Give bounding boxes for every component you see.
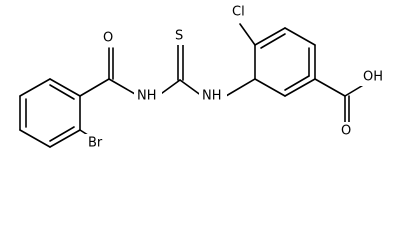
oxygen-amide-label-bg — [99, 29, 121, 47]
bromine-label: Br — [88, 136, 103, 151]
oxygen-acid-label-bg — [336, 122, 358, 140]
chlorine-label-bg — [228, 3, 256, 21]
nh-left-label: NH — [137, 89, 157, 104]
hydroxyl-label-bg — [359, 68, 387, 86]
nh-left-label-bg — [134, 87, 162, 105]
nh-right-label: NH — [202, 89, 222, 104]
atom-labels: O S Cl NH NH Br OH O — [84, 3, 387, 152]
nh-right-label-bg — [199, 87, 227, 105]
sulfur-label-bg — [170, 27, 190, 45]
bromine-label-bg — [84, 134, 110, 152]
chlorine-label: Cl — [232, 5, 245, 20]
bond-lines — [19, 23, 366, 148]
oxygen-amide-label: O — [103, 31, 113, 46]
oxygen-acid-label: O — [341, 124, 351, 139]
sulfur-label: S — [175, 29, 183, 44]
hydroxyl-label: OH — [363, 70, 383, 85]
chemical-structure-diagram: O S Cl NH NH Br OH O — [19, 3, 387, 152]
